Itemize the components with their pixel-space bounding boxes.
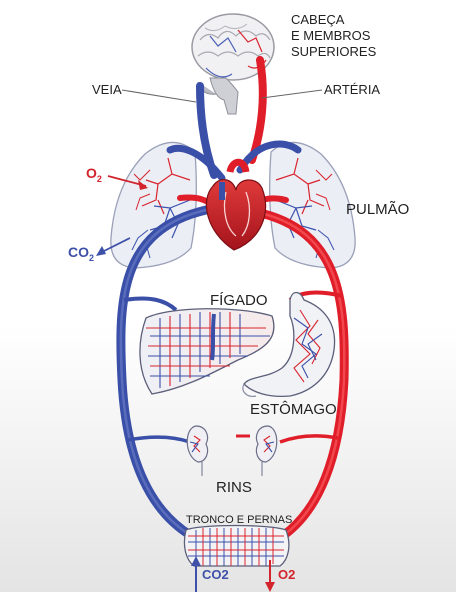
head-label-line2: E MEMBROS bbox=[291, 28, 371, 43]
heart bbox=[205, 158, 267, 251]
o2-lungs-subscript: 2 bbox=[96, 173, 102, 184]
o2-lungs-label: O2 bbox=[86, 165, 102, 184]
liver bbox=[139, 308, 275, 395]
lungs-label: PULMÃO bbox=[346, 201, 410, 218]
lungs bbox=[110, 141, 356, 269]
kidneys-label: RINS bbox=[216, 479, 252, 496]
trunk-legs-label: TRONCO E PERNAS bbox=[186, 514, 293, 526]
co2-lungs-label: CO2 bbox=[68, 244, 94, 263]
kidneys bbox=[186, 425, 278, 476]
co2-arrow bbox=[96, 237, 131, 256]
o2-lungs-text: O bbox=[86, 165, 97, 181]
co2-lungs-subscript: 2 bbox=[89, 252, 95, 263]
stomach bbox=[242, 291, 336, 398]
bottom-co2-arrow bbox=[191, 556, 201, 592]
head-label: CABEÇA E MEMBROS SUPERIORES bbox=[291, 12, 376, 60]
vein-leader-line bbox=[121, 89, 197, 103]
trunk-legs-capillaries bbox=[183, 524, 290, 567]
artery-leader-line bbox=[261, 89, 323, 99]
bottom-o2-arrow bbox=[265, 560, 275, 592]
artery-label: ARTÉRIA bbox=[324, 82, 381, 97]
o2-arrow bbox=[107, 175, 148, 190]
vein-label: VEIA bbox=[92, 82, 122, 97]
head-label-line1: CABEÇA bbox=[291, 12, 345, 27]
co2-lungs-text: CO bbox=[68, 244, 89, 260]
liver-label: FÍGADO bbox=[210, 292, 268, 309]
stomach-label: ESTÔMAGO bbox=[250, 401, 337, 418]
co2-bottom-label: CO2 bbox=[202, 567, 229, 582]
o2-bottom-label: O2 bbox=[278, 567, 296, 582]
vessels bbox=[116, 56, 349, 540]
head-label-line3: SUPERIORES bbox=[291, 44, 377, 59]
